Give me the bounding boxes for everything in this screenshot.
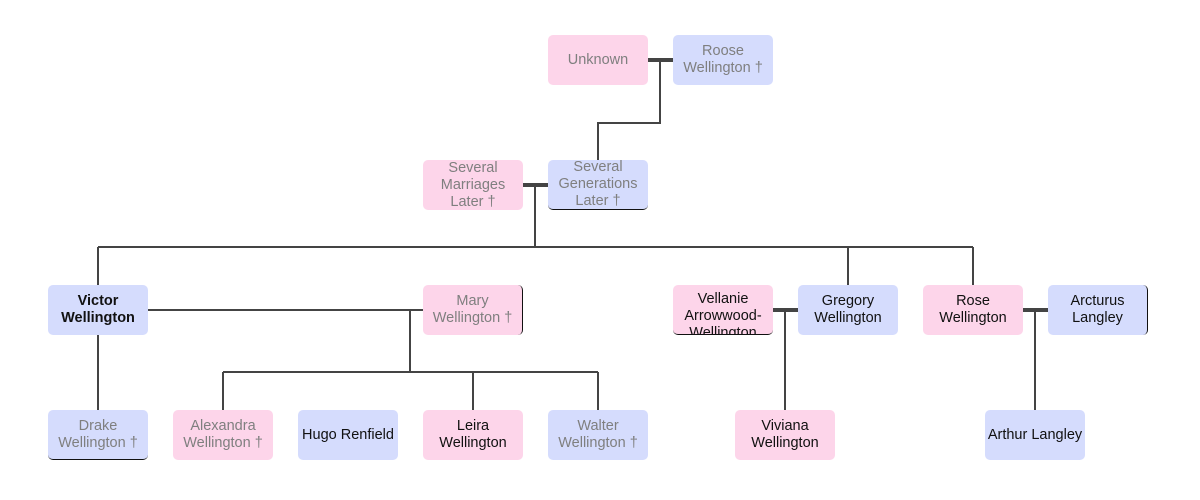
person-name: Leira Wellington [439,418,507,451]
person-gregory[interactable]: Gregory Wellington [798,285,898,335]
person-name: Several Marriages Later † [440,160,506,210]
person-name: Rose Wellington [939,293,1007,326]
person-viviana[interactable]: Viviana Wellington [735,410,835,460]
person-vellanie[interactable]: Vellanie Arrowwood-Wellington [673,285,773,335]
person-mary[interactable]: Mary Wellington † [423,285,523,335]
person-several-generations[interactable]: Several Generations Later † [548,160,648,210]
person-walter[interactable]: Walter Wellington † [548,410,648,460]
person-name: Mary Wellington † [432,293,513,326]
person-hugo[interactable]: Hugo Renfield [298,410,398,460]
person-name: Alexandra Wellington † [183,418,263,451]
person-name: Unknown [567,51,629,68]
person-roose[interactable]: Roose Wellington † [673,35,773,85]
person-rose[interactable]: Rose Wellington [923,285,1023,335]
person-unknown[interactable]: Unknown [548,35,648,85]
person-name: Arcturus Langley [1070,293,1125,326]
person-name: Victor Wellington [61,293,135,326]
person-arthur[interactable]: Arthur Langley [985,410,1085,460]
person-name: Drake Wellington † [58,417,138,451]
person-arcturus[interactable]: Arcturus Langley [1048,285,1148,335]
person-name: Gregory Wellington [814,293,882,326]
person-name: Viviana Wellington [751,418,819,451]
person-name: Arthur Langley [987,426,1083,443]
person-leira[interactable]: Leira Wellington [423,410,523,460]
person-name: Hugo Renfield [302,426,394,443]
descent-line [597,60,661,160]
person-name: Walter Wellington † [558,418,638,451]
person-several-marriages[interactable]: Several Marriages Later † [423,160,523,210]
person-name: Vellanie Arrowwood-Wellington [684,291,762,335]
person-alexandra[interactable]: Alexandra Wellington † [173,410,273,460]
person-name: Several Generations Later † [558,160,638,209]
person-drake[interactable]: Drake Wellington † [48,410,148,460]
person-name: Roose Wellington † [683,43,763,76]
person-victor[interactable]: Victor Wellington [48,285,148,335]
